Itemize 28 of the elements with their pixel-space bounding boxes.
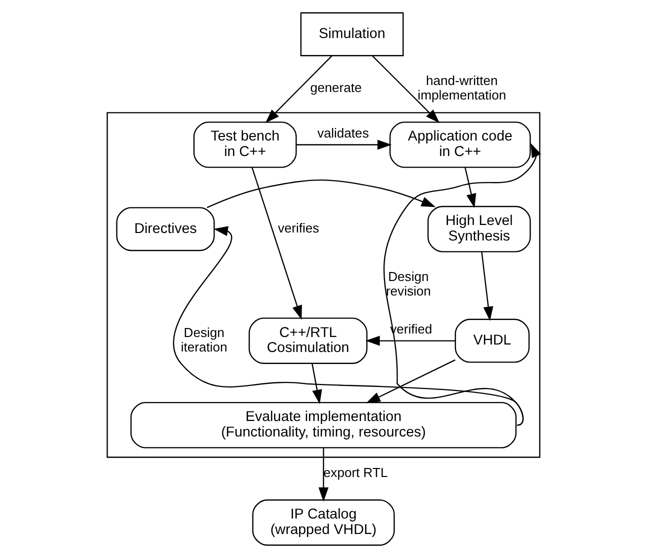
arrow	[264, 55, 332, 124]
edge-label: Design revision	[385, 269, 430, 298]
edge-label: verifies	[277, 220, 319, 236]
arrow	[480, 252, 493, 321]
edge-label: generate	[310, 80, 362, 96]
node-box: Test bench in C++	[192, 122, 296, 168]
arrow	[206, 179, 436, 208]
arrow	[296, 140, 392, 150]
node-box: Directives	[116, 207, 214, 252]
edge-label: Design iteration	[180, 324, 227, 354]
arrow	[311, 363, 322, 404]
arrow	[250, 167, 302, 320]
arrow	[464, 167, 476, 208]
arrow	[172, 226, 524, 426]
node-box: IP Catalog (wrapped VHDL)	[252, 499, 394, 546]
arrow	[365, 336, 455, 346]
edge-label: export RTL	[322, 465, 388, 480]
node-box: Evaluate implementation (Functionality, timing, resources)	[130, 402, 516, 448]
node-box: Application code in C++	[388, 122, 530, 168]
edge-label: hand-written implementation	[417, 73, 506, 102]
arrow	[371, 55, 440, 124]
node-box: C++/RTL Cosimulation	[248, 318, 367, 364]
node-box: High Level Synthesis	[426, 206, 530, 252]
edge-label: validates	[316, 125, 368, 140]
node-box: Simulation	[300, 12, 404, 56]
arrow	[318, 448, 328, 502]
node-box: VHDL	[454, 318, 530, 363]
arrow	[366, 359, 455, 404]
